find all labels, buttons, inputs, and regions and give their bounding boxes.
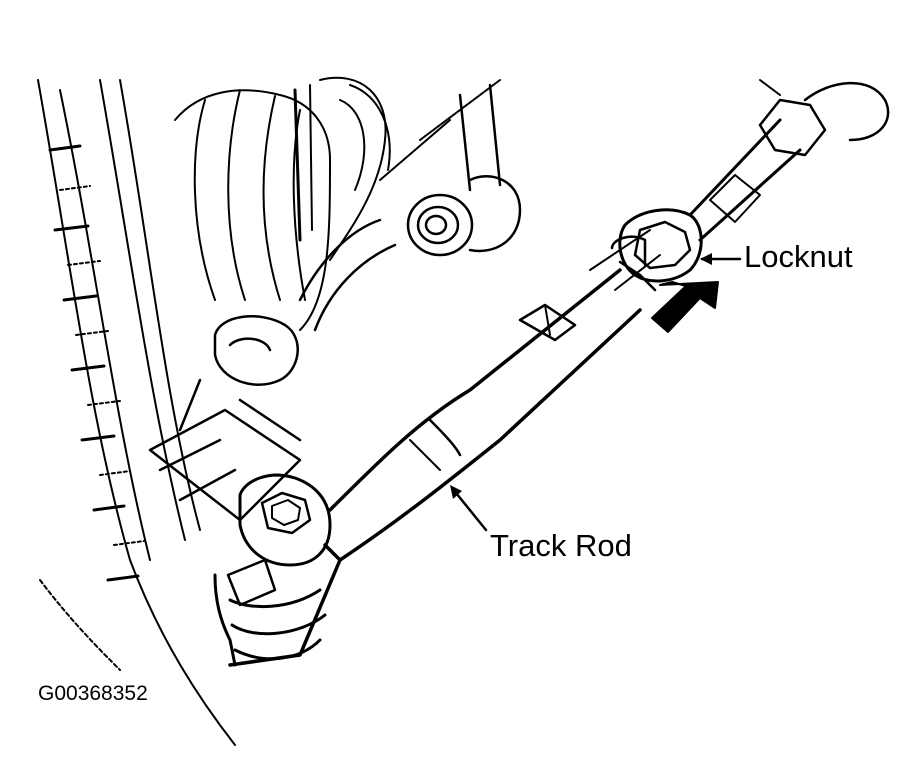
track-rod-leader-arrowhead xyxy=(450,485,462,499)
locknut-label: Locknut xyxy=(744,239,853,274)
spring-assembly xyxy=(174,76,391,331)
track-rod-body xyxy=(228,229,661,667)
figure-id: G00368352 xyxy=(38,682,148,705)
locknut-leader-arrowhead xyxy=(700,253,712,265)
track-rod-label: Track Rod xyxy=(490,528,632,563)
leader-lines xyxy=(450,253,742,532)
wheel-outline xyxy=(37,79,236,746)
ball-joint-upper xyxy=(298,83,522,332)
tie-rod-end xyxy=(213,473,332,667)
steering-knuckle xyxy=(148,79,501,522)
solid-arrow-icon xyxy=(651,281,719,333)
track-rod-leader-line xyxy=(450,486,488,532)
locknut-assembly xyxy=(610,79,890,292)
